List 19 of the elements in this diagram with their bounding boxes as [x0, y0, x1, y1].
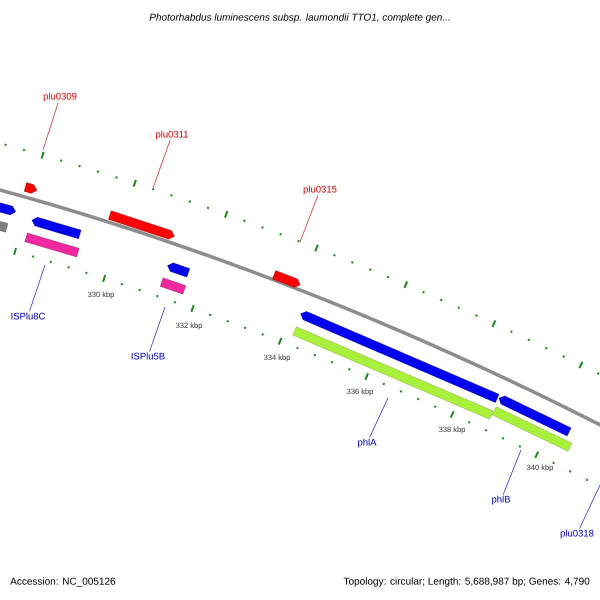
gene-label: plu0315	[304, 186, 336, 194]
leader-line	[579, 484, 600, 529]
gene-label: ISPlu5B	[132, 352, 165, 360]
leader-line	[502, 450, 522, 495]
gene-label: phlA	[358, 438, 376, 448]
leader-line	[152, 140, 170, 188]
leader-line	[149, 306, 166, 352]
gene-label: plu0318	[560, 530, 594, 538]
leader-line	[369, 398, 388, 438]
leader-line	[42, 102, 58, 150]
gene-label: ISPlu8C	[11, 312, 46, 320]
title: Photorhabdus luminescens subsp. laumondii TTO1, complete gen...	[150, 13, 450, 23]
genome-info-text: Topology: circular; Length: 5,688,987 bp; Genes: 4,790	[344, 577, 590, 587]
leader-line	[29, 264, 46, 312]
gene-label: plu0309	[44, 92, 76, 102]
gene-label: phlB	[492, 496, 510, 504]
accession-text: Accession: NC_005126	[10, 577, 116, 587]
leader-line	[300, 195, 318, 242]
gene-label: plu0311	[156, 130, 188, 140]
